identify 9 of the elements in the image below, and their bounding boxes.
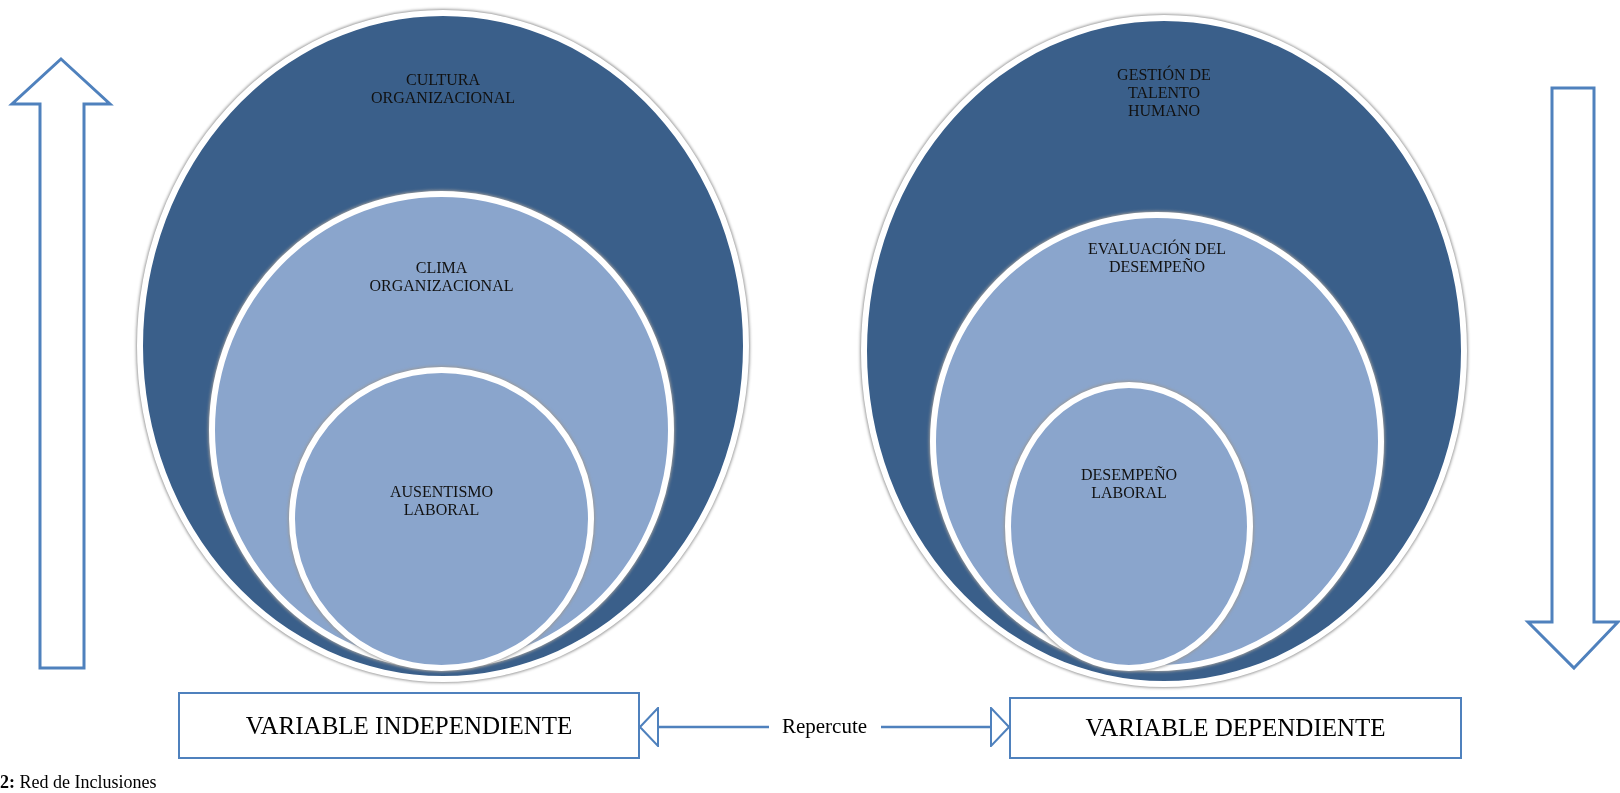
variable-box: VARIABLE INDEPENDIENTE xyxy=(178,692,640,759)
variable-box: VARIABLE DEPENDIENTE xyxy=(1009,697,1462,759)
caption: 2: Red de Inclusiones xyxy=(0,772,157,793)
circle-label: DESEMPEÑO LABORAL xyxy=(1080,466,1178,502)
circle-label: AUSENTISMO LABORAL xyxy=(388,483,495,519)
circle-label: EVALUACIÓN DEL DESEMPEÑO xyxy=(1087,240,1227,276)
circle-label: GESTIÓN DE TALENTO HUMANO xyxy=(1116,66,1212,120)
circle-label: CULTURA ORGANIZACIONAL xyxy=(370,71,516,107)
circle-label: CLIMA ORGANIZACIONAL xyxy=(368,259,515,295)
